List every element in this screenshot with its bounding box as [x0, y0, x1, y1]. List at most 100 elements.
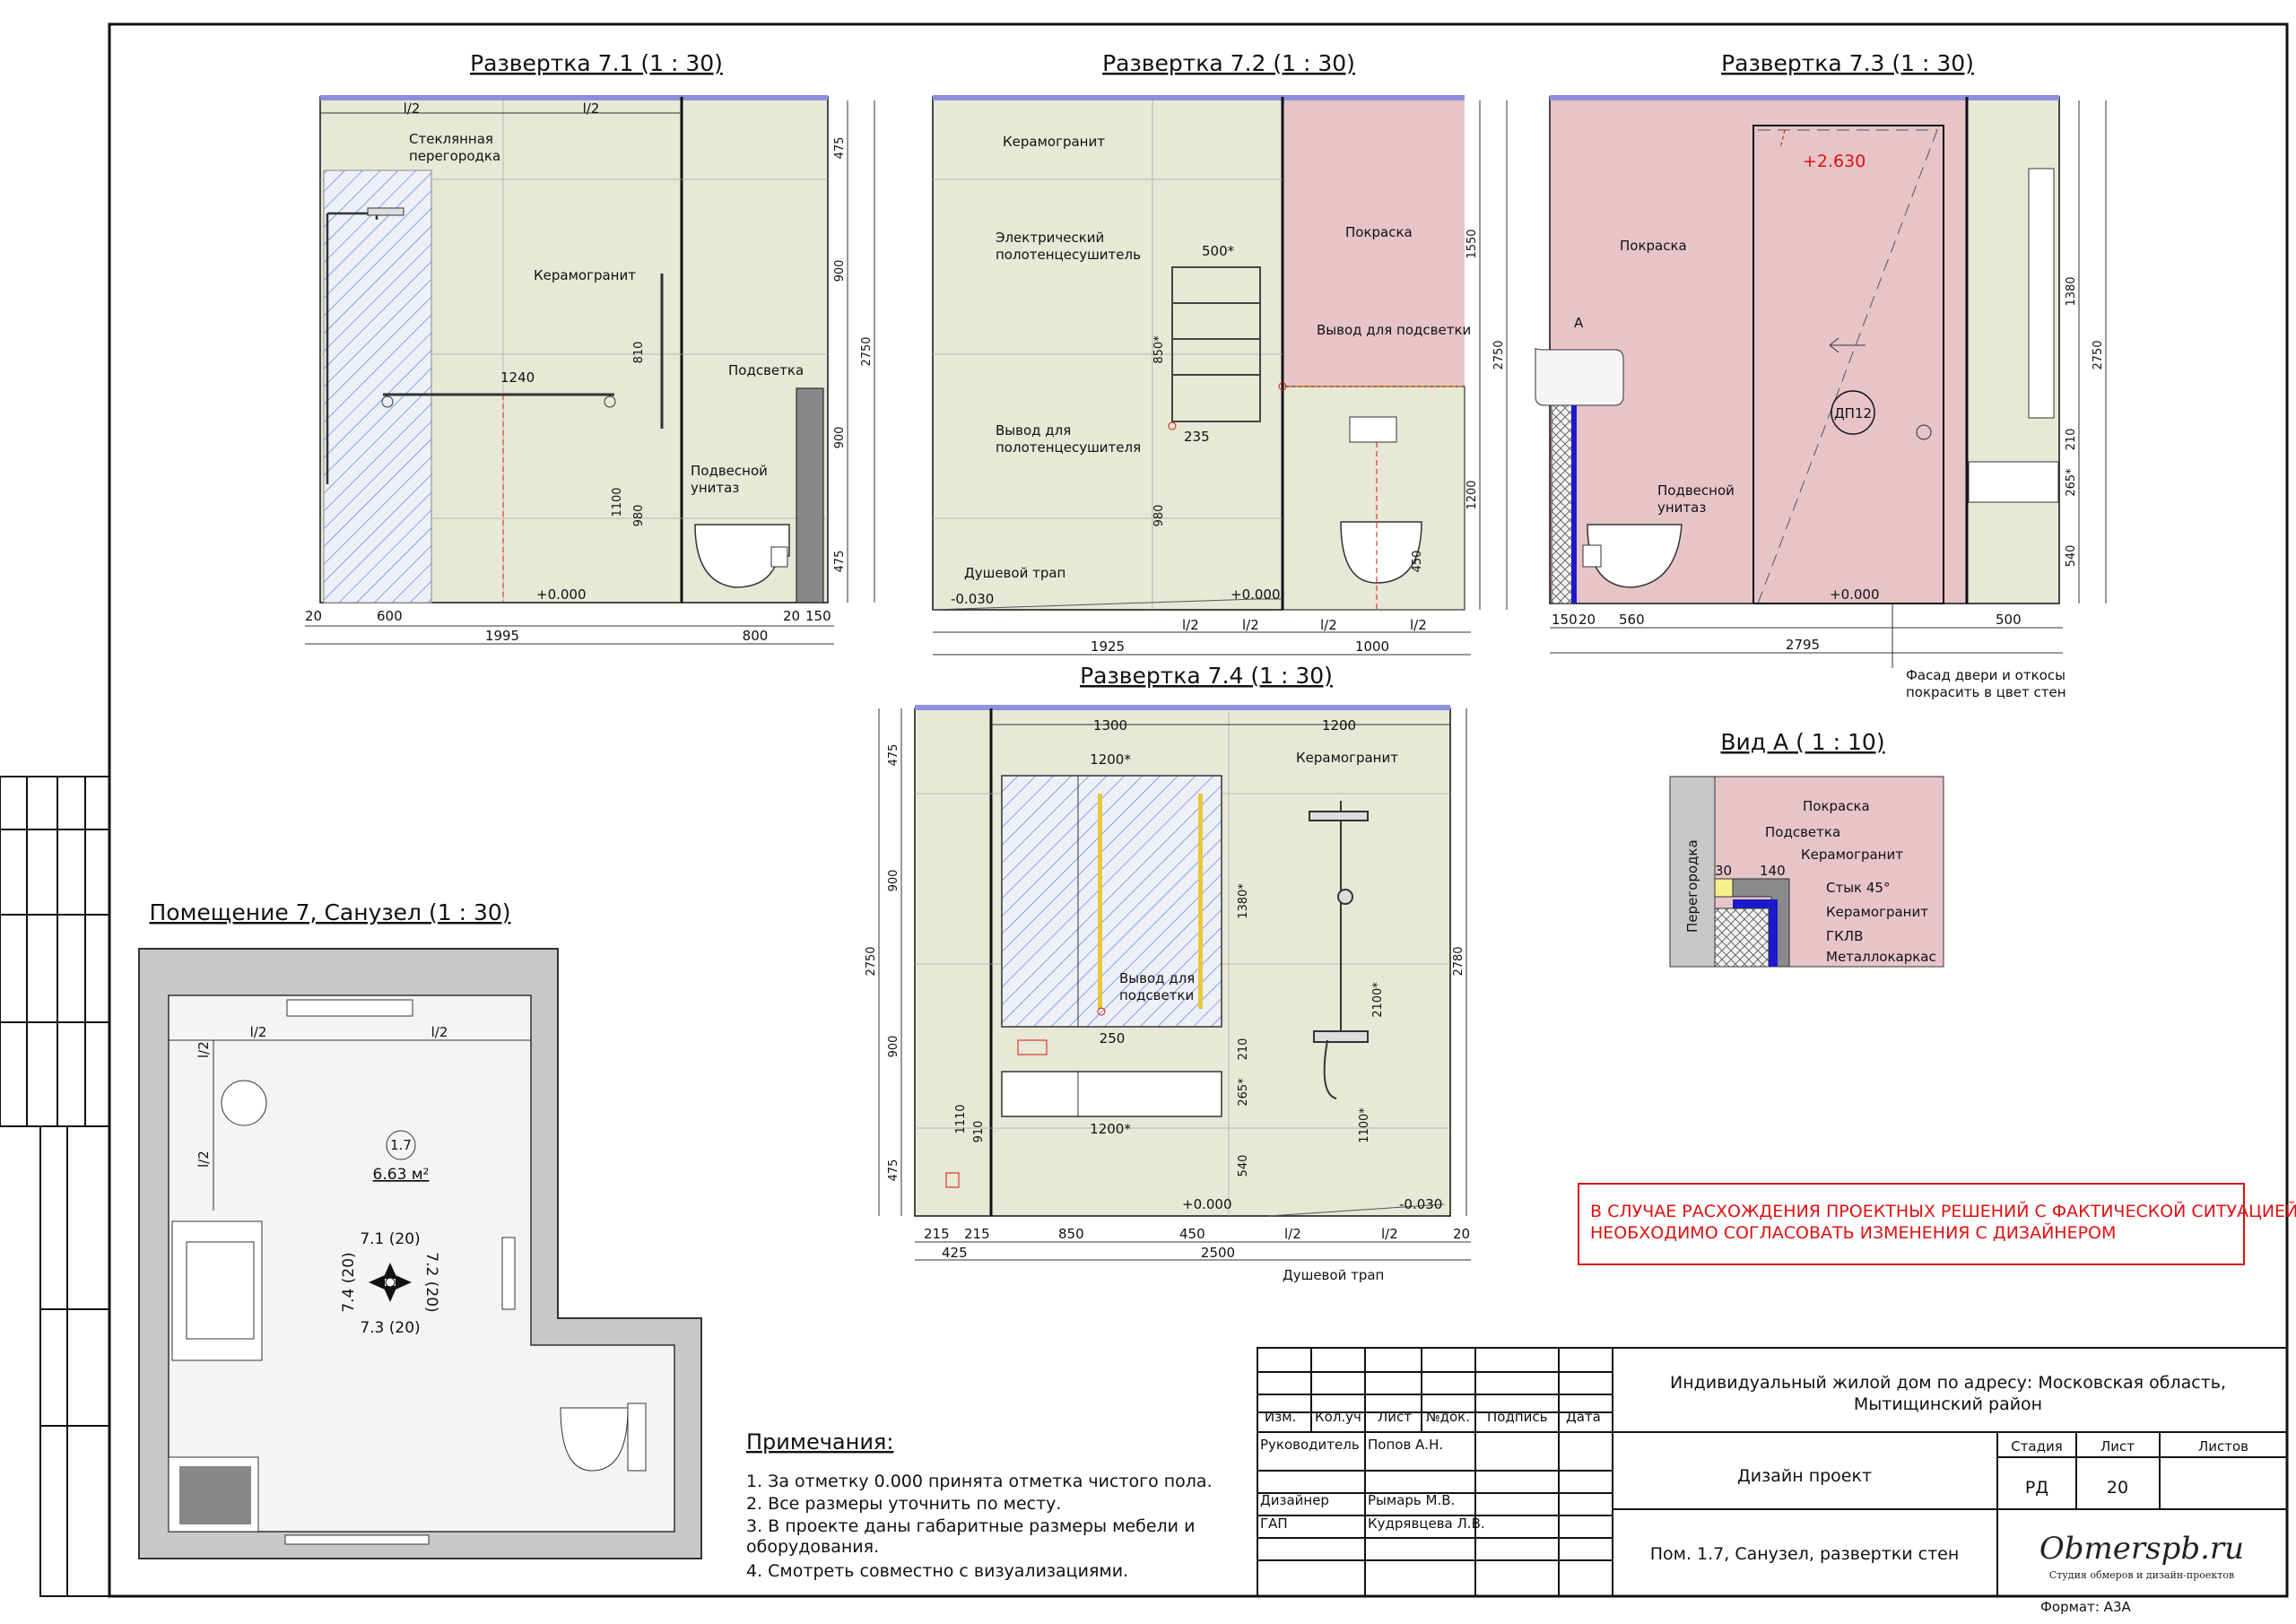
dim-1100: 1100* — [1358, 1107, 1371, 1143]
dim-r4: 475 — [833, 551, 847, 573]
bottom-dim-3: 850 — [1058, 1226, 1084, 1242]
title-block-text: Изм. Кол.уч Лист №док. Подпись Дата Руко… — [1260, 1373, 2248, 1615]
backlight-niche — [796, 387, 824, 604]
elevation-7-3: Развертка 7.3 (1 : 30) +2.630 ДП12 А Пок… — [1535, 50, 2107, 700]
elevation-7-3-title: Развертка 7.3 (1 : 30) — [1721, 50, 1974, 76]
bottom-dim-4: 500 — [1996, 612, 2022, 628]
bottom-dim-2: 215 — [964, 1226, 990, 1242]
half-3: l/2 — [1320, 617, 1337, 633]
stamp-project: Индивидуальный жилой дом по адресу: Моск… — [1670, 1373, 2226, 1414]
view-a-title: Вид А ( 1 : 10) — [1720, 729, 1884, 755]
dim-total-height: 2750 — [860, 336, 874, 366]
ceiling-line — [320, 95, 828, 100]
shower-set — [1309, 801, 1369, 1099]
flush-button — [1349, 416, 1397, 443]
binding-strip — [0, 776, 110, 1597]
view-a-label-4: Стык 45° — [1826, 880, 1890, 896]
level-mark: +0.000 — [1182, 1196, 1232, 1212]
plan-toilet — [560, 1407, 629, 1472]
plan-half-1: l/2 — [250, 1024, 267, 1040]
stamp-sheet-title: Пом. 1.7, Санузел, развертки стен — [1650, 1544, 1960, 1564]
view-a-detail: Вид А ( 1 : 10) Покраска Подсветка Керам… — [1669, 729, 1944, 968]
stamp-role-1: Руководитель — [1260, 1437, 1360, 1453]
plan-flush — [286, 999, 413, 1017]
vanity — [1001, 1071, 1222, 1117]
total-right: 1000 — [1355, 638, 1389, 655]
material-tile-label: Керамогранит — [1003, 134, 1105, 150]
plan-half-4: l/2 — [196, 1151, 212, 1168]
elevation-7-4-title: Развертка 7.4 (1 : 30) — [1080, 663, 1333, 689]
light-outlet-mark — [1278, 382, 1287, 391]
half-4: l/2 — [1410, 617, 1427, 633]
dim-540: 540 — [2065, 545, 2078, 568]
plan-half-3: l/2 — [196, 1041, 212, 1058]
stamp-stage-title: Дизайн проект — [1737, 1466, 1872, 1486]
vanity-width: 1200* — [1090, 1121, 1131, 1137]
dim-half-2: l/2 — [583, 100, 600, 117]
stamp-h-izm: Изм. — [1265, 1409, 1296, 1425]
bottom-dim-6: l/2 — [1381, 1226, 1398, 1242]
dim-425: 425 — [942, 1245, 968, 1261]
view-a-callout — [1535, 347, 1624, 406]
floor-plan: Помещение 7, Санузел (1 : 30) l/2 l/2 l/… — [138, 899, 702, 1559]
view-a-label-6: ГКЛВ — [1826, 928, 1863, 944]
stamp-sheet: 20 — [2107, 1478, 2128, 1498]
light-outlet-mark — [1097, 1007, 1106, 1016]
material-tile-label: Керамогранит — [1296, 750, 1398, 766]
dim-l3: 900 — [887, 1036, 900, 1058]
view-a-dim-140: 140 — [1760, 863, 1786, 879]
view-a-partition: Перегородка — [1684, 839, 1700, 933]
dim-l2: 900 — [887, 870, 900, 892]
dim-total-height: 2750 — [1492, 340, 1506, 369]
plan-shower — [221, 1080, 267, 1126]
dim-980: 980 — [1152, 505, 1166, 527]
dim-450: 450 — [1411, 551, 1424, 573]
stamp-h-doc: №док. — [1426, 1409, 1470, 1425]
plan-half-2: l/2 — [431, 1024, 448, 1040]
dim-half-1: l/2 — [404, 100, 421, 117]
room-no: 1.7 — [390, 1137, 412, 1153]
stamp-sheets-h: Листов — [2198, 1438, 2248, 1455]
mirror-cabinet — [2028, 168, 2055, 419]
view-a-label-3: Керамогранит — [1801, 847, 1903, 863]
top-dim-2: 1200 — [1322, 717, 1356, 734]
stamp-stage: РД — [2025, 1478, 2048, 1498]
dim-total-height-left: 2750 — [865, 946, 878, 976]
total: 2795 — [1786, 637, 1820, 653]
view-tag: А — [1574, 315, 1584, 331]
level-mark: +0.000 — [1830, 586, 1880, 603]
material-paint-label: Покраска — [1345, 224, 1413, 240]
dim-980: 980 — [632, 505, 646, 527]
level-mark: +0.000 — [536, 586, 587, 603]
dim-total-height-right: 2780 — [1452, 946, 1465, 976]
view-a-label-7: Металлокаркас — [1826, 949, 1936, 965]
stamp-h-sign: Подпись — [1487, 1409, 1547, 1425]
bottom-dim-1: 215 — [924, 1226, 950, 1242]
bottom-dim-2: 600 — [377, 608, 403, 624]
bottom-dim-7: 20 — [1453, 1226, 1470, 1242]
stamp-role-2: Дизайнер — [1260, 1492, 1329, 1508]
mark-7-1: 7.1 (20) — [360, 1230, 420, 1248]
stamp-sheet-h: Лист — [2100, 1438, 2135, 1455]
towel-dryer — [1171, 266, 1261, 422]
warning-box: В СЛУЧАЕ РАСХОЖДЕНИЯ ПРОЕКТНЫХ РЕШЕНИЙ С… — [1578, 1183, 2296, 1265]
stamp-name-3: Кудрявцева Л.В. — [1368, 1515, 1485, 1532]
dim-r2: 900 — [833, 260, 847, 282]
dim-210: 210 — [1237, 1038, 1250, 1061]
stamp-format: Формат: А3А — [2040, 1599, 2131, 1615]
socket — [1017, 1039, 1048, 1055]
dim-l1: 475 — [887, 744, 900, 767]
light-outlet-label: Вывод для подсветки — [1317, 322, 1471, 338]
view-a-label-2: Подсветка — [1765, 824, 1840, 840]
elevation-7-1-title: Развертка 7.1 (1 : 30) — [470, 50, 723, 76]
view-a-label-5: Керамогранит — [1826, 904, 1928, 920]
room-tag — [386, 1130, 416, 1160]
total: 2500 — [1201, 1245, 1235, 1261]
note-2: 2. Все размеры уточнить по месту. — [746, 1494, 1061, 1514]
